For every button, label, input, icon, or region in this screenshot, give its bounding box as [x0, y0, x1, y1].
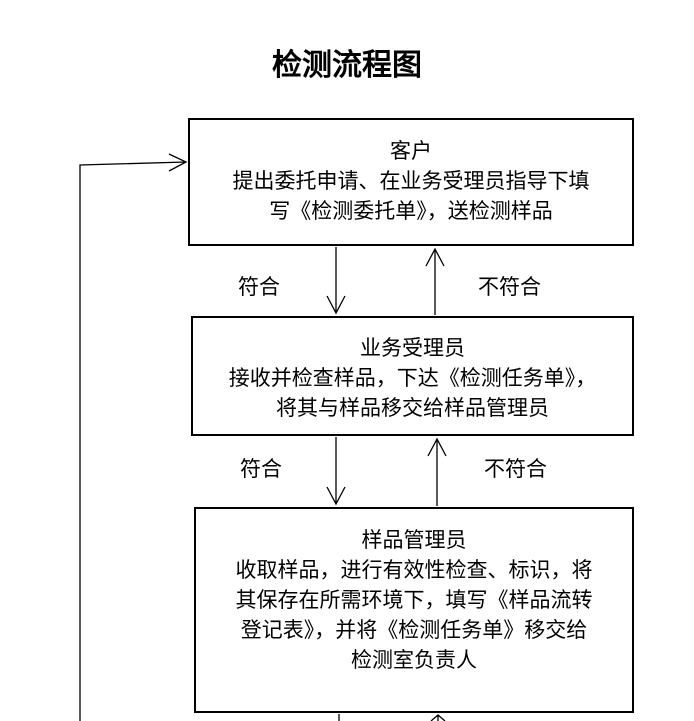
sample-manager-node-text-line-3: 登记表》，并将《检测任务单》移交给 [240, 618, 588, 642]
receptionist-node: 业务受理员 接收并检查样品，下达《检测任务单》， 将其与样品移交给样品管理员 [191, 316, 634, 436]
edge-label-fail-2: 不符合 [484, 457, 547, 481]
arrow-receptionist-reject-to-customer [425, 247, 445, 315]
customer-node: 客户 提出委托申请、在业务受理员指导下填 写《检测委托单》，送检测样品 [188, 118, 634, 246]
edge-label-pass-2: 符合 [240, 457, 282, 481]
customer-node-text-line-1: 提出委托申请、在业务受理员指导下填 [232, 169, 590, 193]
customer-node-text-line-2: 写《检测委托单》，送检测样品 [269, 199, 553, 223]
sample-manager-node-text-line-4: 检测室负责人 [351, 648, 477, 672]
sample-manager-node: 样品管理员 收取样品，进行有效性检查、标识，将 其保存在所需环境下，填写《样品流… [194, 507, 634, 713]
edge-label-fail-1: 不符合 [478, 275, 541, 299]
arrow-customer-to-receptionist [326, 247, 346, 315]
arrow-receptionist-to-sample-manager [326, 437, 346, 506]
arrow-continue-up [430, 714, 446, 721]
receptionist-node-title: 业务受理员 [360, 336, 465, 360]
feedback-loop-to-customer [79, 153, 188, 721]
sample-manager-node-title: 样品管理员 [361, 528, 467, 552]
sample-manager-node-text-line-2: 其保存在所需环境下，填写《样品流转 [235, 588, 593, 612]
receptionist-node-text-line-2: 将其与样品移交给样品管理员 [276, 396, 549, 420]
sample-manager-node-text-line-1: 收取样品，进行有效性检查、标识，将 [235, 558, 593, 582]
customer-node-title: 客户 [390, 139, 432, 163]
receptionist-node-text-line-1: 接收并检查样品，下达《检测任务单》， [228, 366, 597, 390]
arrow-sample-manager-reject-to-receptionist [427, 437, 447, 506]
diagram-title: 检测流程图 [272, 48, 422, 83]
edge-label-pass-1: 符合 [238, 275, 280, 299]
